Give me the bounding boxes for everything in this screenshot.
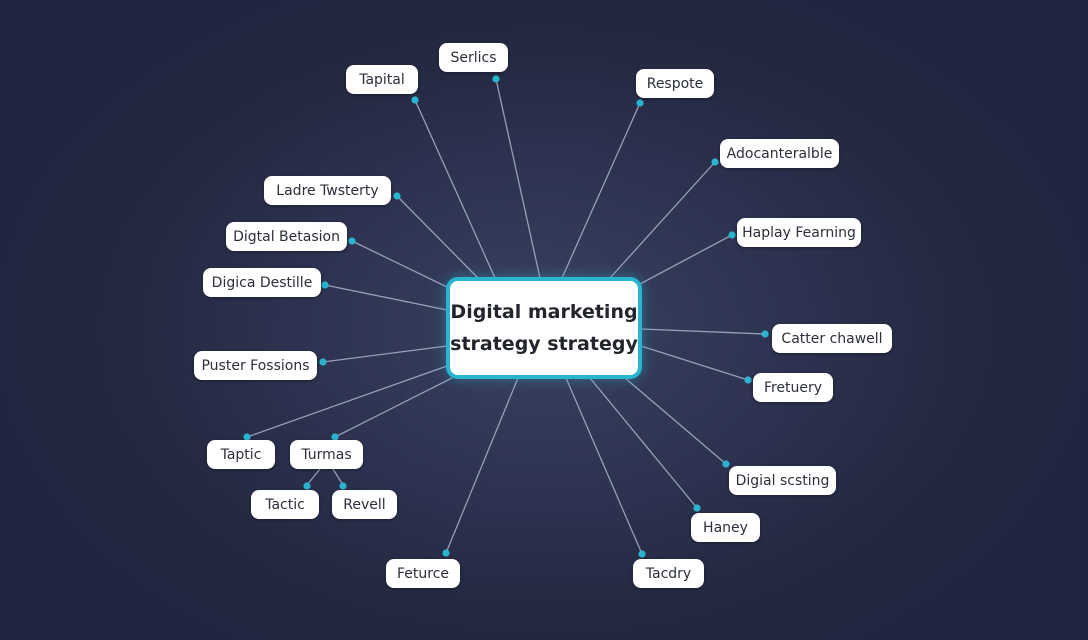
node-digial-scsting[interactable]: Digial scsting bbox=[729, 466, 836, 495]
node-catter-chawell[interactable]: Catter chawell bbox=[772, 324, 892, 353]
node-label: Respote bbox=[646, 75, 704, 92]
node-label: Adocanteralble bbox=[726, 145, 833, 162]
node-fretuery[interactable]: Fretuery bbox=[753, 373, 833, 402]
node-label: Serlics bbox=[450, 49, 497, 66]
node-label: Feturce bbox=[396, 565, 450, 582]
node-label: Catter chawell bbox=[781, 330, 883, 347]
node-revell[interactable]: Revell bbox=[332, 490, 397, 519]
node-label: Fretuery bbox=[763, 379, 823, 396]
node-label: Tactic bbox=[265, 496, 305, 513]
node-label: Digtal Betasion bbox=[233, 228, 340, 245]
node-ladre-twsterty[interactable]: Ladre Twsterty bbox=[264, 176, 391, 205]
node-respote[interactable]: Respote bbox=[636, 69, 714, 98]
node-haney[interactable]: Haney bbox=[691, 513, 760, 542]
node-tactic[interactable]: Tactic bbox=[251, 490, 319, 519]
node-puster-fossions[interactable]: Puster Fossions bbox=[194, 351, 317, 380]
node-tacdry[interactable]: Tacdry bbox=[633, 559, 704, 588]
central-topic-line-1: Digital marketing bbox=[450, 301, 638, 323]
node-label: Tacdry bbox=[645, 565, 692, 582]
node-feturce[interactable]: Feturce bbox=[386, 559, 460, 588]
node-label: Digica Destille bbox=[211, 274, 313, 291]
central-topic-line-2: strategy strategy bbox=[450, 333, 638, 355]
node-label: Turmas bbox=[301, 446, 352, 463]
node-digtal-betasion[interactable]: Digtal Betasion bbox=[226, 222, 347, 251]
node-digica-destille[interactable]: Digica Destille bbox=[203, 268, 321, 297]
node-label: Digial scsting bbox=[735, 472, 830, 489]
node-tapital[interactable]: Tapital bbox=[346, 65, 418, 94]
node-serlics[interactable]: Serlics bbox=[439, 43, 508, 72]
central-topic-node[interactable]: Digital marketing strategy strategy bbox=[446, 277, 642, 379]
node-label: Puster Fossions bbox=[201, 357, 310, 374]
node-taptic[interactable]: Taptic bbox=[207, 440, 275, 469]
node-label: Taptic bbox=[220, 446, 262, 463]
node-label: Haney bbox=[703, 519, 748, 536]
node-label: Revell bbox=[343, 496, 386, 513]
node-label: Tapital bbox=[359, 71, 405, 88]
node-label: Haplay Fearning bbox=[742, 224, 856, 241]
node-turmas[interactable]: Turmas bbox=[290, 440, 363, 469]
node-label: Ladre Twsterty bbox=[276, 182, 379, 199]
node-adocanteralble[interactable]: Adocanteralble bbox=[720, 139, 839, 168]
node-haplay-fearning[interactable]: Haplay Fearning bbox=[737, 218, 861, 247]
